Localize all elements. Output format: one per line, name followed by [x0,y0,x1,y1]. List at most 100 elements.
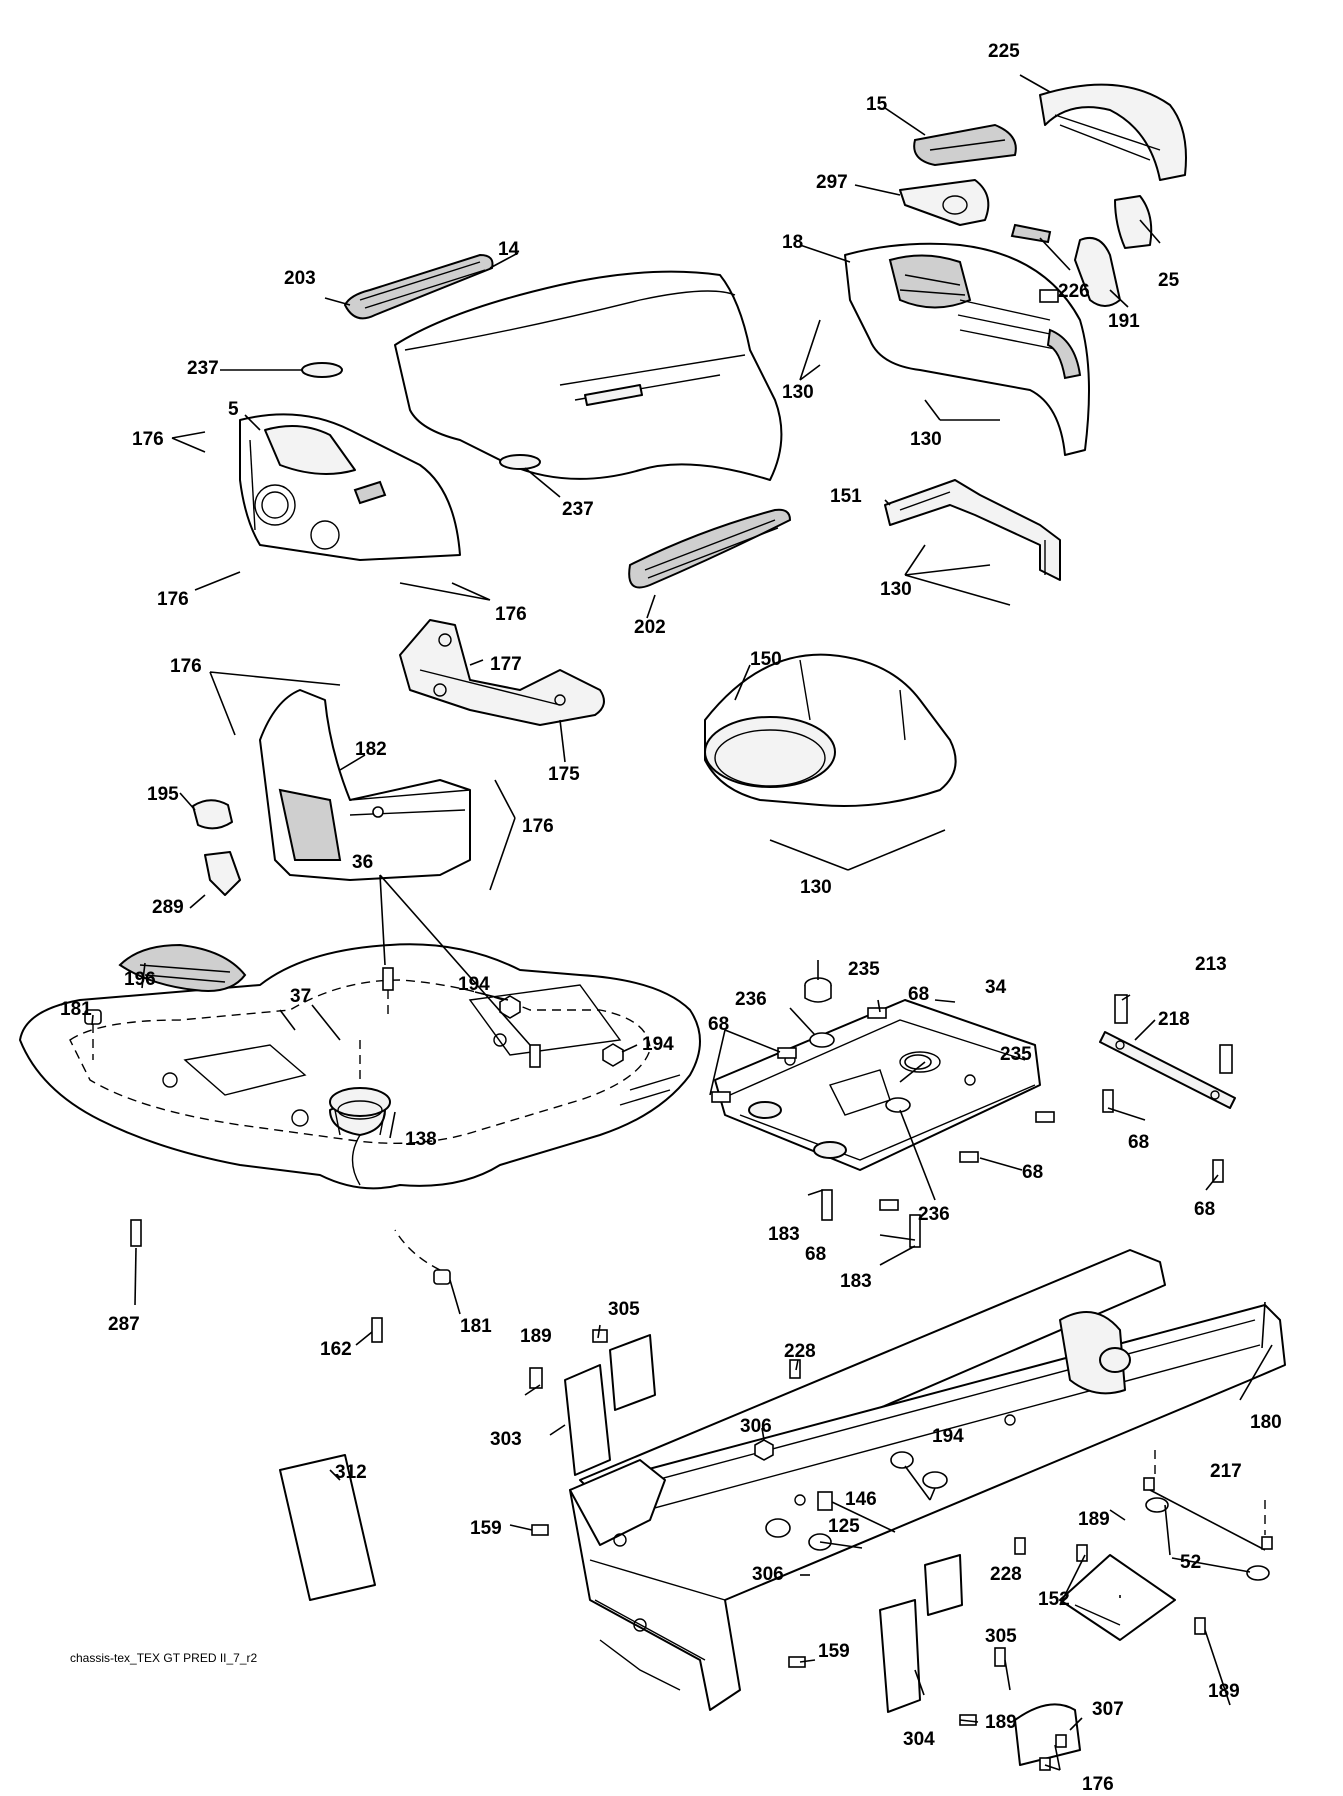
dash-support-175 [399,619,605,726]
callout-130-a: 130 [782,382,814,403]
bracket-226 [1010,223,1052,244]
callout-304: 304 [903,1729,935,1750]
callout-287: 287 [108,1314,140,1335]
chassis-frame-180 [569,1249,1286,1711]
callout-226: 226 [1058,281,1090,302]
fender-footrest-37 [19,943,701,1190]
callout-303: 303 [490,1429,522,1450]
callout-194-a: 194 [458,974,490,995]
callout-305-a: 305 [608,1299,640,1320]
hood-14 [394,270,783,481]
callout-68-b: 68 [708,1014,729,1035]
dash-panel-5 [239,413,461,561]
callout-14: 14 [498,239,520,260]
latch-289 [204,851,241,896]
callout-176-b: 176 [157,589,189,610]
callout-189-c: 189 [1208,1681,1240,1702]
callout-150: 150 [750,649,782,670]
screw-36-b [529,1044,541,1068]
callout-305-b: 305 [985,1626,1017,1647]
callout-306-b: 306 [752,1564,784,1585]
engine-plate-34 [714,999,1041,1171]
callout-189-b: 189 [1078,1509,1110,1530]
callout-130-b: 130 [910,429,942,450]
grille-insert-15 [913,123,1017,167]
callout-181-b: 181 [460,1316,492,1337]
callout-217: 217 [1210,1461,1242,1482]
callout-5: 5 [228,399,239,420]
bracket-151 [884,479,1061,581]
grille-top-trim-225 [1039,83,1187,181]
spacer-235-top [804,977,832,1003]
callout-176-c: 176 [495,604,527,625]
callout-237-side: 237 [562,499,594,520]
rod-217 [1143,1450,1273,1581]
bolt-213 [1114,994,1233,1074]
bracket-152 [1059,1554,1176,1641]
screw-162 [371,1317,383,1343]
grommet-138 [329,1040,391,1136]
plug-237-side [499,454,541,470]
bumper-181-bottom [394,1229,451,1285]
cover-195 [192,799,233,830]
callout-307: 307 [1092,1699,1124,1720]
callout-203: 203 [284,268,316,289]
callout-183-b: 183 [840,1271,872,1292]
engine-shroud-150 [704,653,957,807]
dash-lower-182 [259,689,471,881]
callout-191: 191 [1108,311,1140,332]
callout-228-a: 228 [784,1341,816,1362]
callout-236-b: 236 [918,1204,950,1225]
callout-189-d: 189 [985,1712,1017,1733]
callout-52: 52 [1180,1552,1201,1573]
callout-146: 146 [845,1489,877,1510]
callout-68-c: 68 [1128,1132,1149,1153]
bolts-68-bracket [1102,1089,1224,1183]
screw-36-a [382,967,394,1020]
callout-180: 180 [1250,1412,1282,1433]
callout-176-a: 176 [132,429,164,450]
callout-236-a: 236 [735,989,767,1010]
callout-159-b: 159 [818,1641,850,1662]
callout-189-a: 189 [520,1326,552,1347]
plug-237-top [301,362,343,378]
spacer-235-right [904,1054,932,1070]
callout-202: 202 [634,617,666,638]
hood-vent-202 [628,508,792,589]
drawing-reference: chassis-tex_TEX GT PRED II_7_r2 [70,1651,258,1665]
callout-159-a: 159 [470,1518,502,1539]
callout-18: 18 [782,232,803,253]
callout-237-top: 237 [187,358,219,379]
callout-183-a: 183 [768,1224,800,1245]
hood-vent-203 [343,253,494,320]
leader-lines [91,74,1273,1771]
bracket-218 [1099,1031,1236,1109]
callout-labels: 225 15 297 18 14 203 226 25 191 237 130 … [60,41,1282,1795]
callout-15: 15 [866,94,888,115]
bolts-183 [821,1189,921,1248]
callout-151: 151 [830,486,862,507]
cover-307 [1014,1703,1081,1766]
nut-194-b [602,1043,624,1067]
callout-218: 218 [1158,1009,1190,1030]
callout-125: 125 [828,1516,860,1537]
panel-312 [279,1454,376,1601]
badge-297 [899,179,990,226]
panel-304 [879,1554,963,1713]
callout-194-c: 194 [932,1426,964,1447]
callout-235-a: 235 [848,959,880,980]
callout-68-a: 68 [908,984,929,1005]
callout-68-d: 68 [1022,1162,1043,1183]
callout-68-e: 68 [1194,1199,1215,1220]
callout-312: 312 [335,1462,367,1483]
callout-37: 37 [290,986,311,1007]
callout-196: 196 [124,969,156,990]
callout-25: 25 [1158,270,1180,291]
callout-177: 177 [490,654,522,675]
callout-225: 225 [988,41,1020,62]
callout-130-d: 130 [800,877,832,898]
frame-hardware [529,1329,1206,1771]
callout-152: 152 [1038,1589,1070,1610]
callout-162: 162 [320,1339,352,1360]
